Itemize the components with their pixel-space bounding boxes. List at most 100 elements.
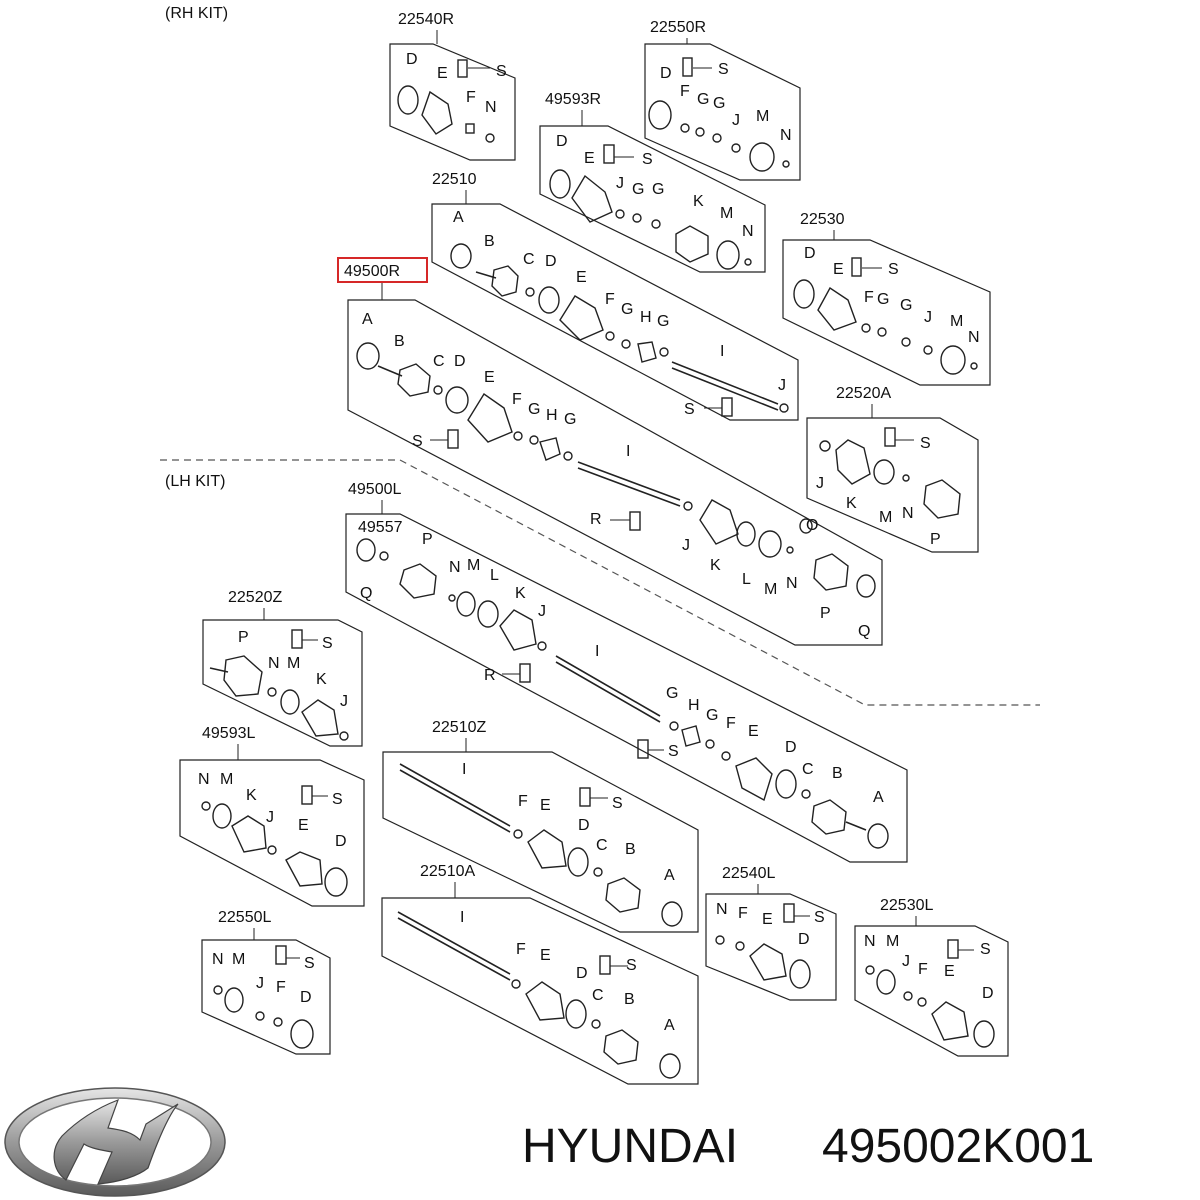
part-letters: D E S F N [406, 51, 507, 116]
svg-text:M: M [720, 205, 733, 222]
svg-text:Q: Q [360, 585, 372, 602]
svg-text:C: C [523, 251, 535, 268]
svg-text:F: F [605, 291, 615, 308]
part-number: 22550L [218, 909, 271, 926]
part-number: 22540L [722, 865, 775, 882]
part-letters: D S F G G J M N [660, 61, 792, 144]
svg-text:E: E [298, 817, 309, 834]
part-number: 49500R [344, 263, 400, 280]
svg-text:F: F [864, 289, 874, 306]
panel-49593L[interactable]: 49593L N M K J S E D [179, 725, 365, 907]
panel-22530L[interactable]: 22530L N M S J F E D [854, 897, 1009, 1057]
svg-text:F: F [738, 905, 748, 922]
svg-text:D: D [454, 353, 466, 370]
brand-name: HYUNDAI [522, 1120, 738, 1173]
panel-22530[interactable]: 22530 D E S F G G J M N [782, 211, 991, 386]
svg-text:S: S [920, 435, 931, 452]
part-number: 49593L [202, 725, 255, 742]
svg-text:N: N [864, 933, 876, 950]
svg-text:D: D [556, 133, 568, 150]
svg-text:J: J [732, 112, 740, 129]
svg-text:N: N [198, 771, 210, 788]
svg-text:F: F [276, 979, 286, 996]
panel-22550L[interactable]: 22550L N M S J F D [201, 909, 331, 1055]
svg-text:J: J [816, 475, 824, 492]
panel-22540L[interactable]: 22540L N F E S D [705, 865, 837, 1001]
svg-text:P: P [930, 531, 941, 548]
panel-49593R[interactable]: 49593R D E S J G G K M N [539, 91, 766, 273]
panel-22550R[interactable]: 22550R D S F G G J M N [644, 19, 801, 181]
svg-text:C: C [802, 761, 814, 778]
svg-text:M: M [950, 313, 963, 330]
svg-text:I: I [626, 443, 630, 460]
svg-text:C: C [596, 837, 608, 854]
svg-text:S: S [496, 63, 507, 80]
svg-text:I: I [720, 343, 724, 360]
part-letters: S J K M N P [816, 435, 941, 548]
svg-text:I: I [595, 643, 599, 660]
svg-text:S: S [322, 635, 333, 652]
svg-text:N: N [212, 951, 224, 968]
svg-text:G: G [666, 685, 678, 702]
svg-text:E: E [437, 65, 448, 82]
part-number: 22550R [650, 19, 706, 36]
svg-text:D: D [804, 245, 816, 262]
svg-text:J: J [778, 377, 786, 394]
svg-text:L: L [742, 571, 751, 588]
svg-text:B: B [484, 233, 495, 250]
panel-22510Z[interactable]: 22510Z I F E S D C B A [382, 719, 699, 933]
svg-text:J: J [902, 953, 910, 970]
svg-text:P: P [820, 605, 831, 622]
part-number: 22530 [800, 211, 845, 228]
part-number: 49500L [348, 481, 401, 498]
svg-text:G: G [697, 91, 709, 108]
svg-text:M: M [287, 655, 300, 672]
svg-text:D: D [578, 817, 590, 834]
part-letters: N M S J F D [212, 951, 315, 1006]
svg-text:M: M [756, 108, 769, 125]
panel-22510[interactable]: 22510 A B C D E F G H G I J S [431, 171, 799, 421]
svg-text:I: I [462, 761, 466, 778]
footer-part-number: 495002K001 [822, 1120, 1094, 1173]
part-number: 22510A [420, 863, 475, 880]
panel-49500L[interactable]: 49500L 49557 Q P N M L K J I R G H G F E… [345, 481, 908, 863]
svg-text:I: I [460, 909, 464, 926]
svg-text:M: M [879, 509, 892, 526]
part-number: 22520Z [228, 589, 282, 606]
panel-49500R[interactable]: 49500R A B C D E F G H G S I R J K L M N… [337, 257, 883, 646]
svg-text:F: F [512, 391, 522, 408]
svg-text:B: B [394, 333, 405, 350]
svg-text:N: N [449, 559, 461, 576]
part-letters: N M K J S E D [198, 771, 347, 850]
panel-22510A[interactable]: 22510A I F E S D C B A [381, 863, 699, 1085]
svg-text:F: F [518, 793, 528, 810]
panel-22520Z[interactable]: 22520Z P S N M K J [202, 589, 363, 747]
svg-text:F: F [516, 941, 526, 958]
svg-text:B: B [625, 841, 636, 858]
svg-text:D: D [798, 931, 810, 948]
svg-text:N: N [902, 505, 914, 522]
svg-text:D: D [576, 965, 588, 982]
svg-text:A: A [664, 867, 675, 884]
svg-text:F: F [918, 961, 928, 978]
svg-text:D: D [335, 833, 347, 850]
panel-22520A[interactable]: 22520A S J K M N P [806, 385, 979, 553]
svg-text:B: B [832, 765, 843, 782]
svg-text:N: N [742, 223, 754, 240]
svg-text:G: G [564, 411, 576, 428]
part-number: 22520A [836, 385, 891, 402]
svg-text:N: N [780, 127, 792, 144]
highlight-box [337, 257, 428, 283]
svg-text:D: D [406, 51, 418, 68]
svg-text:K: K [316, 671, 327, 688]
svg-text:D: D [660, 65, 672, 82]
svg-text:F: F [680, 83, 690, 100]
part-letters: D E S J G G K M N [556, 133, 754, 240]
svg-text:K: K [515, 585, 526, 602]
panel-22540R[interactable]: 22540R D E S F N [389, 11, 516, 161]
svg-text:N: N [716, 901, 728, 918]
svg-text:S: S [642, 151, 653, 168]
part-letters: N F E S D [716, 901, 825, 948]
svg-text:J: J [256, 975, 264, 992]
part-letters: I F E S D C B A [462, 761, 675, 884]
